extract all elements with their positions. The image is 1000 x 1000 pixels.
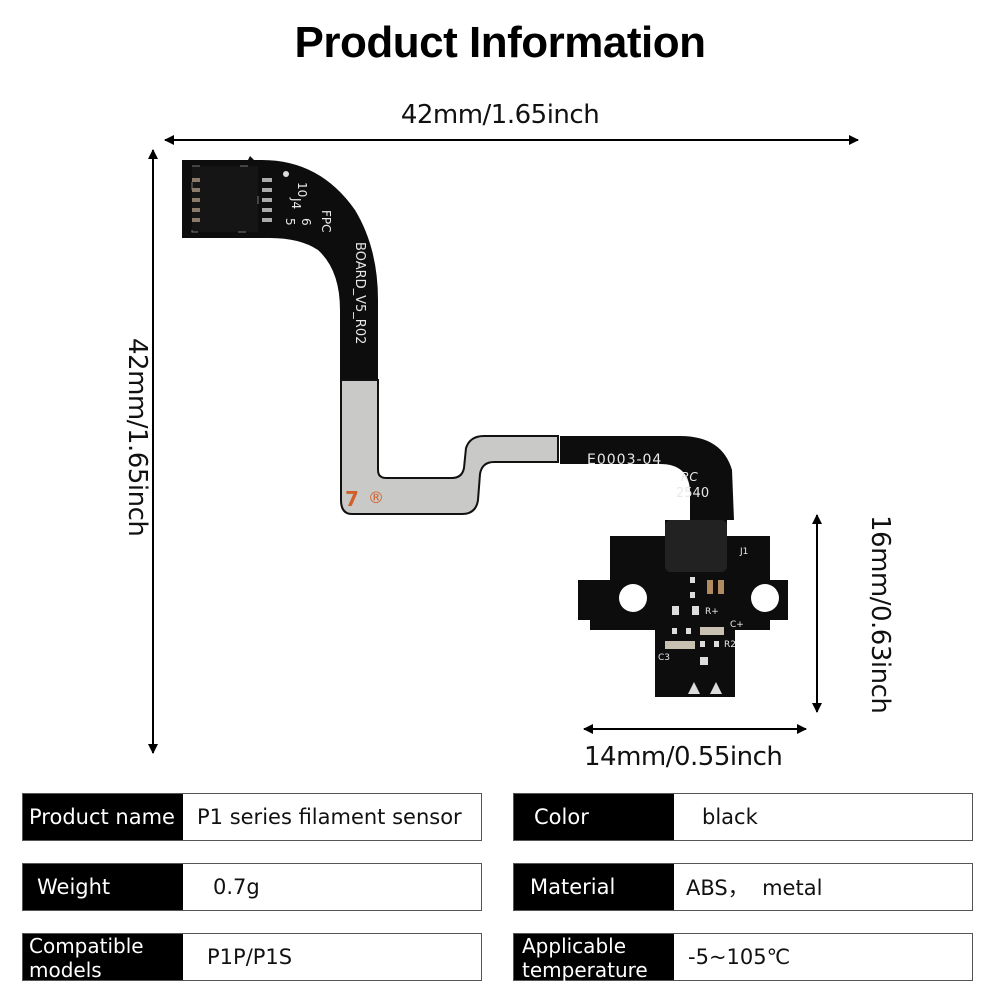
spec-label: Compatible models: [23, 934, 183, 982]
flex-cable-bottom: [560, 436, 734, 520]
silk-logo: RC: [681, 470, 698, 484]
silk-r2: R2: [724, 640, 736, 650]
spec-row-material: Material ABS， metal: [513, 863, 973, 911]
board-width-label: 14mm/0.55inch: [584, 742, 783, 772]
flex-cable-stiffener: [340, 379, 559, 515]
silk-j4: J4: [289, 197, 303, 209]
spec-row-compatible-models: Compatible models P1P/P1S: [22, 933, 482, 982]
silk-10: 10: [295, 182, 309, 197]
spec-row-product-name: Product name P1 series filament sensor: [22, 793, 482, 841]
registered-mark: ®: [368, 488, 384, 507]
spec-label: Weight: [23, 864, 183, 910]
overall-width-label: 42mm/1.65inch: [400, 100, 600, 130]
silk-date-code: 2540: [676, 486, 709, 501]
silk-j1: J1: [739, 547, 748, 557]
spec-label: Product name: [23, 794, 183, 840]
silk-c-plus: C+: [730, 620, 744, 630]
sensor-board: [578, 520, 788, 697]
spec-row-weight: Weight 0.7g: [22, 863, 482, 911]
silk-5: 5: [283, 218, 297, 226]
silk-c3: C3: [658, 653, 670, 663]
connector-pad: [191, 165, 259, 233]
silk-fpc: FPC: [319, 210, 333, 233]
silk-board-rev: BOARD_V5_R02: [352, 242, 367, 344]
spec-row-applicable-temperature: Applicable temperature -5~105℃: [513, 933, 973, 982]
mount-hole-left: [619, 584, 647, 612]
spec-row-color: Color black: [513, 793, 973, 841]
silk-6: 6: [299, 218, 313, 226]
spec-value: -5~105℃: [688, 945, 791, 969]
board-height-label: 16mm/0.63inch: [865, 515, 895, 714]
spec-value: P1 series filament sensor: [197, 805, 462, 829]
spec-label: Color: [514, 794, 674, 840]
page-title: Product Information: [294, 18, 706, 67]
smd-components: [665, 577, 724, 694]
spec-label: Applicable temperature: [514, 934, 674, 982]
silk-part-code: E0003-04: [587, 452, 662, 468]
spec-value: black: [702, 805, 758, 829]
overall-height-label: 42mm/1.65inch: [122, 338, 152, 537]
spec-value: P1P/P1S: [207, 945, 293, 969]
spec-value: 0.7g: [213, 875, 260, 899]
connector-pins: [192, 178, 272, 222]
logo-mark: 7: [345, 487, 359, 511]
spec-label: Material: [514, 864, 674, 910]
spec-value: ABS， metal: [686, 876, 823, 900]
mount-hole-right: [751, 584, 779, 612]
silk-r-plus: R+: [705, 607, 719, 617]
sensor-board-connector: [665, 520, 727, 572]
